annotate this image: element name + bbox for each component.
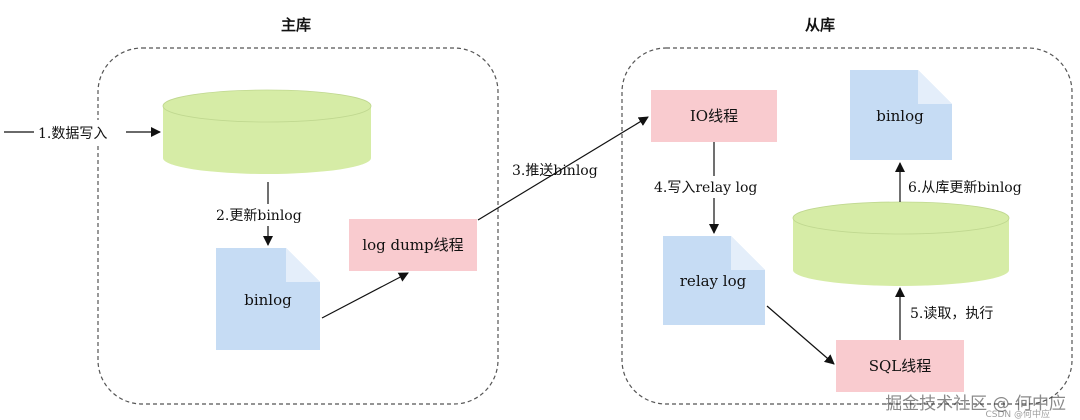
io-thread-box (651, 90, 777, 142)
step-5-label: 5.读取，执行 (910, 305, 993, 322)
slave-container (621, 47, 1073, 405)
log-dump-thread-label: log dump线程 (362, 236, 463, 254)
master-binlog-document-icon (216, 248, 320, 350)
step-1-label: 1.数据写入 (38, 126, 107, 142)
io-thread-label: IO线程 (690, 107, 738, 125)
push-binlog-arrow (477, 116, 649, 221)
slave-binlog-label: binlog (876, 107, 924, 125)
master-binlog-label: binlog (244, 291, 292, 309)
relaylog-to-sql-arrow (766, 305, 835, 365)
slave-title: 从库 (805, 16, 835, 34)
sql-thread-box (836, 340, 964, 392)
master-container (97, 47, 499, 405)
master-title: 主库 (281, 16, 311, 34)
relay-log-document-icon (663, 236, 765, 325)
sql-thread-label: SQL线程 (869, 357, 932, 375)
watermark: 掘金技术社区 @ 何中应 (885, 394, 1066, 414)
step-3-label: 3.推送binlog (512, 163, 598, 179)
log-dump-thread-box (349, 219, 477, 271)
step-6-label: 6.从库更新binlog (908, 180, 1022, 196)
slave-database-icon (792, 201, 1010, 286)
watermark-sub: CSDN @何中应 (985, 410, 1050, 420)
slave-binlog-document-icon (850, 70, 952, 160)
binlog-to-logdump-arrow (321, 272, 409, 319)
master-database-icon (162, 89, 372, 174)
step-4-label: 4.写入relay log (654, 180, 757, 196)
relay-log-label: relay log (680, 272, 747, 290)
step-2-label: 2.更新binlog (216, 208, 302, 224)
